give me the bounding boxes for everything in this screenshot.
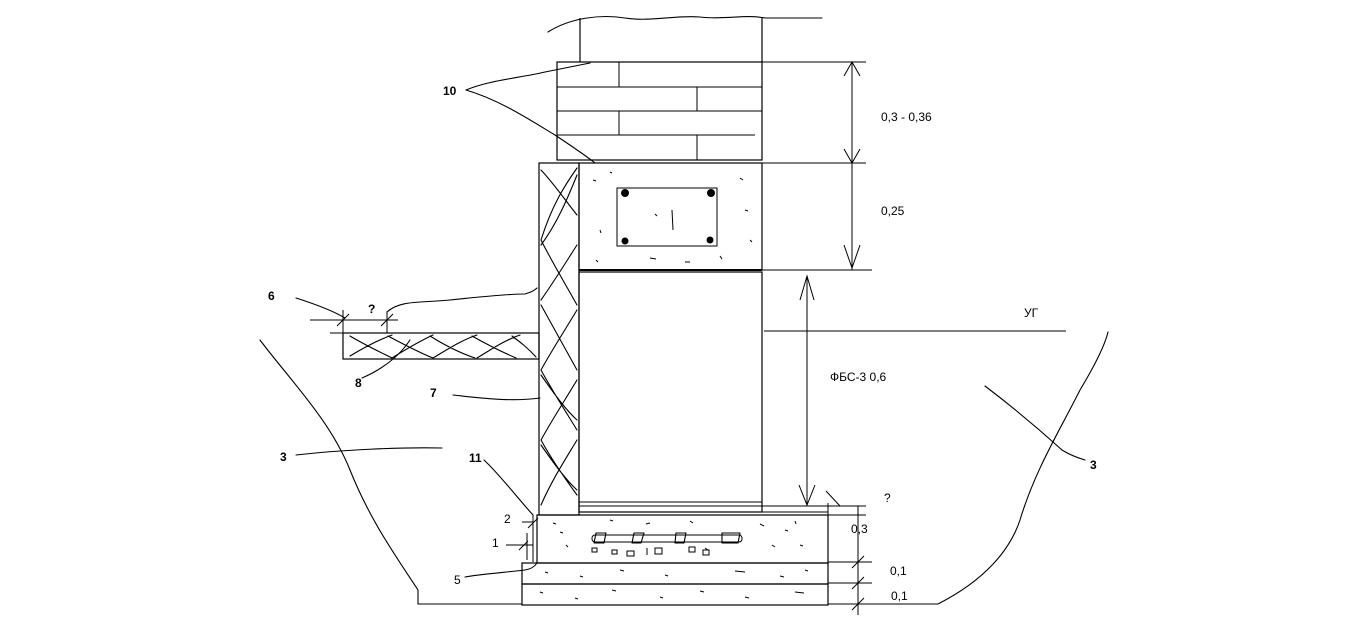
block-label: ФБС-3 0,6 [830,370,887,384]
foundation-slab [532,511,829,564]
vertical-insulation [538,162,580,516]
callout-7: 7 [430,386,437,400]
callout-1: 1 [492,536,499,550]
dim-layer-bottom: 0,1 [891,589,908,603]
callout-10: 10 [443,84,457,98]
brick-wall [556,61,763,161]
leader-lines [295,62,1086,578]
dim-layer-top: 0,1 [890,564,907,578]
ground-level-label: УГ [1024,306,1039,320]
rebar-dot [707,189,715,197]
rebar-dot [706,236,714,244]
concrete-layer-bottom [521,583,829,606]
callout-5: 5 [454,573,461,587]
callout-2: 2 [504,512,511,526]
concrete-beam [578,162,763,271]
wall-break-line [547,16,823,62]
callout-3-left: 3 [280,450,287,464]
callout-8: 8 [355,376,362,390]
callout-6: 6 [268,289,275,303]
unknown-dimension-right: ? [884,491,891,505]
callout-11: 11 [469,451,482,465]
unknown-dimension-top: ? [368,302,375,316]
horizontal-insulation [342,332,540,360]
concrete-layer-top [521,562,829,585]
blind-area-lines [310,287,538,334]
dim-beam: 0,25 [881,204,905,218]
rebar-dot [621,189,629,197]
excavation-outline [259,331,1109,605]
rebar-dot [621,237,629,245]
dim-slab: 0,3 [851,522,868,536]
dimension-lines [762,60,872,615]
callout-3-right: 3 [1090,458,1097,472]
dim-brick: 0,3 - 0,36 [881,110,932,124]
foundation-block [578,271,763,513]
